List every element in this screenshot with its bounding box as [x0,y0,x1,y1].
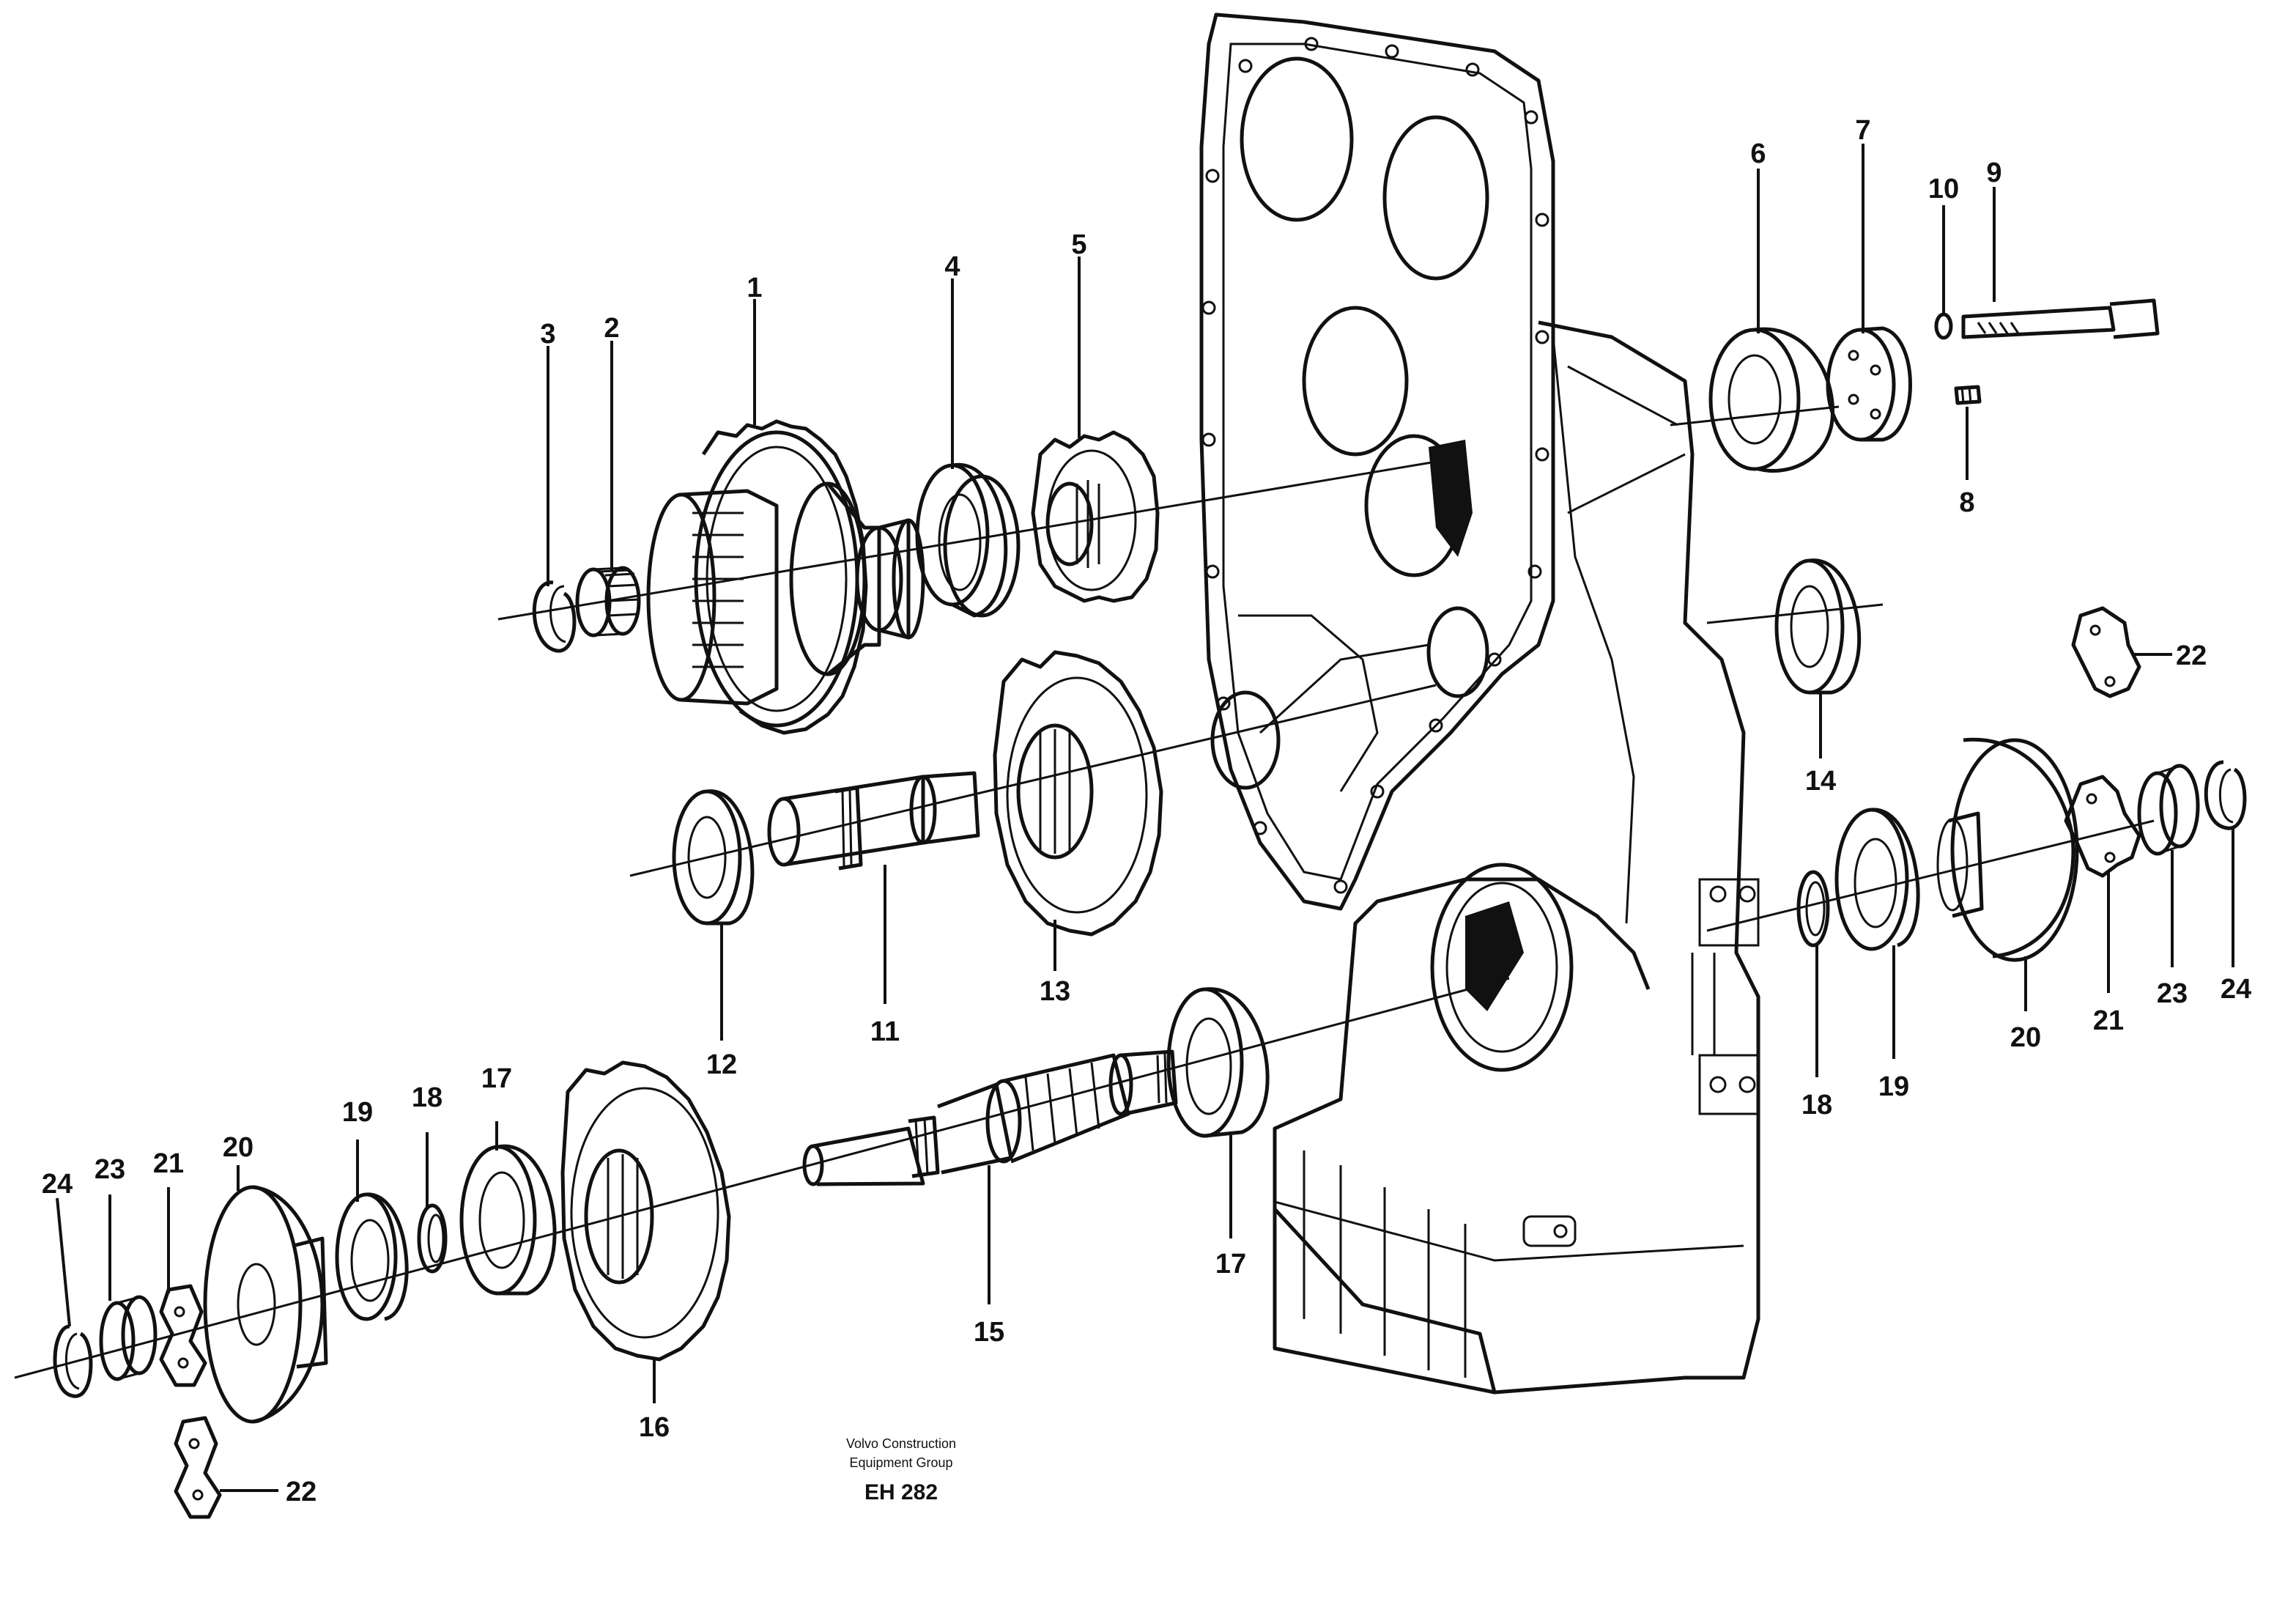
transmission-housing [1199,12,1760,1395]
callout-17-right: 17 [1215,1249,1246,1279]
callout-13: 13 [1040,976,1070,1007]
callout-19-left: 19 [342,1097,373,1128]
part-15-output-shaft [802,1049,1178,1186]
callout-3: 3 [540,319,555,350]
callout-4: 4 [944,251,960,282]
part-20-flange-right [1936,737,2079,962]
part-6-bearing [1708,327,1834,473]
part-18-oring-right [1796,870,1830,948]
callout-22-bottom: 22 [286,1477,316,1507]
part-24-snap-ring-left [53,1324,93,1398]
footer-credit: Volvo Construction Equipment Group EH 28… [846,1436,956,1504]
part-2-needle-bearing [575,566,641,638]
callout-12: 12 [706,1049,737,1080]
callout-16: 16 [639,1412,670,1443]
callout-20-right: 20 [2010,1022,2041,1053]
callout-11: 11 [870,1016,900,1047]
callout-18-right: 18 [1801,1090,1832,1120]
part-13-gear [993,650,1163,937]
callout-10: 10 [1928,174,1959,204]
part-23-nut-right [2137,764,2200,856]
part-17-bearing-left [459,1144,557,1296]
part-21-lock-plate-left [159,1284,207,1387]
part-1-gear-hub [646,419,925,735]
callout-15: 15 [974,1317,1004,1348]
part-23-nut-left [99,1295,158,1381]
part-3-snap-ring [532,580,577,653]
part-20-flange-left [203,1185,328,1424]
callout-24-left: 24 [42,1169,73,1200]
part-19-seal-right [1834,808,1920,951]
callout-23-left: 23 [95,1154,125,1185]
callout-14: 14 [1805,766,1836,797]
credit-line-1: Volvo Construction [846,1436,956,1451]
part-19-seal-left [335,1192,409,1321]
callout-9: 9 [1986,158,2001,188]
part-18-oring-left [417,1203,448,1274]
callout-21-left: 21 [153,1148,184,1179]
part-10-washer [1934,312,1953,340]
part-21-lock-plate-right [2064,775,2141,878]
assembly-axis-lines [14,405,2155,1379]
leader-lines [56,144,2234,1492]
callout-18-left: 18 [412,1082,442,1113]
part-8-set-screw [1954,385,1982,405]
part-22-lock-plate-bottom [174,1416,222,1519]
callout-6: 6 [1750,139,1766,169]
part-5-gear [1031,430,1160,603]
diagram-code: EH 282 [864,1480,938,1504]
callout-8: 8 [1959,487,1974,518]
callout-20-left: 20 [223,1132,253,1163]
callout-22-top: 22 [2176,640,2207,671]
credit-line-2: Equipment Group [849,1455,952,1470]
flange-bolt-holes [1201,37,1549,894]
callout-5: 5 [1071,229,1086,260]
part-7-cover-plate [1826,326,1912,442]
callout-labels: 1 2 3 4 5 6 7 8 9 10 11 12 13 14 15 16 1… [42,115,2251,1507]
callout-7: 7 [1855,115,1870,146]
callout-1: 1 [747,273,762,303]
part-14-bearing [1774,558,1862,695]
part-22-lock-plate-top [2071,606,2141,698]
part-9-bolt [1961,298,2160,339]
callout-23-right: 23 [2157,978,2188,1009]
callout-24-right: 24 [2221,974,2251,1005]
part-17-bearing-right [1166,987,1270,1138]
callout-17-left: 17 [481,1063,512,1094]
callout-19-right: 19 [1878,1071,1909,1102]
part-24-snap-ring-right [2204,760,2247,830]
callout-21-right: 21 [2093,1005,2124,1036]
callout-2: 2 [604,313,619,344]
part-12-bearing [672,789,755,926]
part-11-shaft [767,771,980,871]
part-16-gear [560,1060,731,1362]
